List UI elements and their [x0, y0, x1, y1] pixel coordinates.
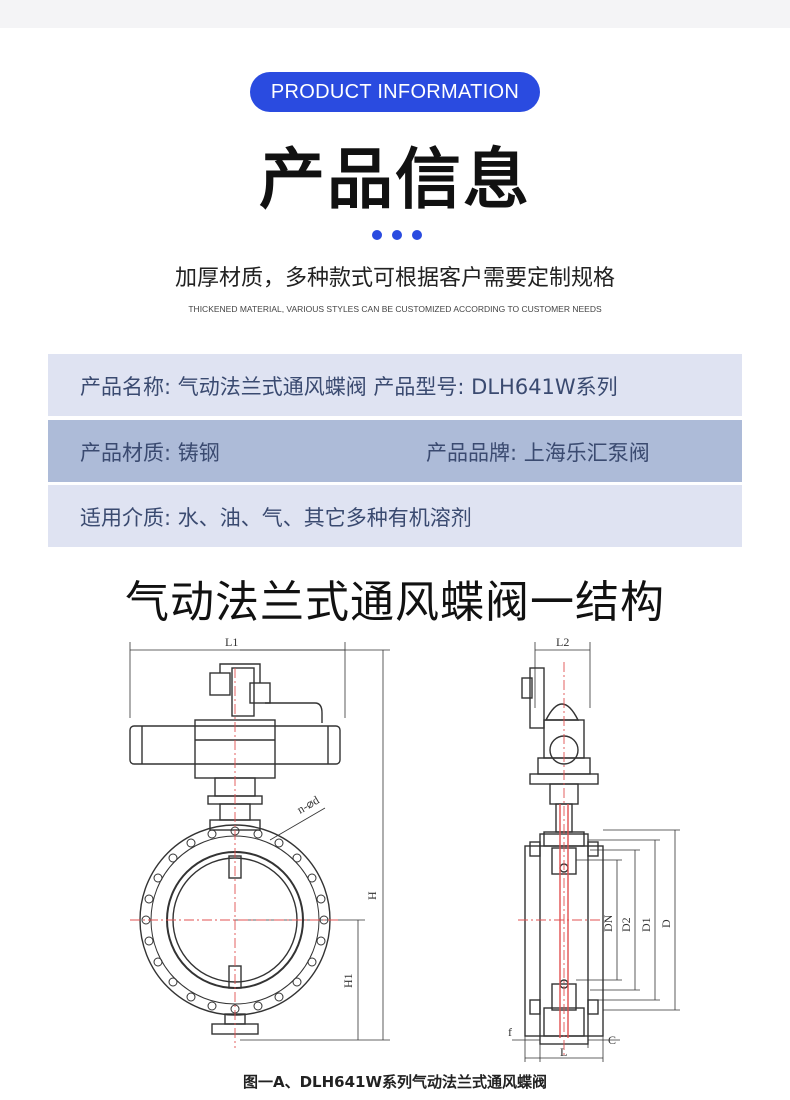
dim-nd-label: n-⌀d: [295, 793, 322, 817]
structure-title: 气动法兰式通风蝶阀一结构: [125, 577, 665, 628]
info-row-media: 适用介质: 水、油、气、其它多种有机溶剂: [48, 485, 742, 547]
side-view: L2: [508, 635, 680, 1062]
front-view: L1 H H1: [129, 635, 390, 1048]
section-pill-label: PRODUCT INFORMATION: [250, 72, 540, 112]
info-row-name-model: 产品名称: 气动法兰式通风蝶阀 产品型号: DLH641W系列: [48, 354, 742, 416]
figure-caption: 图一A、DLH641W系列气动法兰式通风蝶阀: [242, 1073, 548, 1091]
bolt-holes: [141, 826, 329, 1014]
dim-d1-label: D1: [639, 917, 653, 932]
info-row-material-brand: 产品材质: 铸钢 产品品牌: 上海乐汇泵阀: [48, 420, 742, 482]
dim-l-label: L: [560, 1045, 567, 1059]
dot-icon: [392, 230, 402, 240]
dim-h-label: H: [365, 891, 379, 900]
decorative-dots: [372, 230, 422, 240]
dot-icon: [412, 230, 422, 240]
valve-technical-drawing: L1 H H1: [129, 635, 680, 1062]
dim-f-label: f: [508, 1025, 512, 1039]
product-material-text: 产品材质: 铸钢: [80, 441, 220, 465]
page-title: 产品信息: [259, 141, 531, 218]
applicable-media-text: 适用介质: 水、油、气、其它多种有机溶剂: [80, 506, 472, 530]
subtitle-chinese: 加厚材质，多种款式可根据客户需要定制规格: [174, 266, 615, 291]
dim-c-label: C: [608, 1033, 616, 1047]
dim-l2-label: L2: [556, 635, 569, 649]
dot-icon: [372, 230, 382, 240]
dim-d2-label: D2: [619, 917, 633, 932]
product-brand-text: 产品品牌: 上海乐汇泵阀: [426, 441, 650, 465]
dim-h1-label: H1: [341, 973, 355, 988]
dim-d-label: D: [659, 919, 673, 928]
dim-l1-label: L1: [225, 635, 238, 649]
product-name-model-text: 产品名称: 气动法兰式通风蝶阀 产品型号: DLH641W系列: [80, 375, 618, 399]
subtitle-english: THICKENED MATERIAL, VARIOUS STYLES CAN B…: [188, 304, 602, 314]
top-strip: [0, 0, 790, 28]
dim-dn-label: DN: [601, 914, 615, 932]
